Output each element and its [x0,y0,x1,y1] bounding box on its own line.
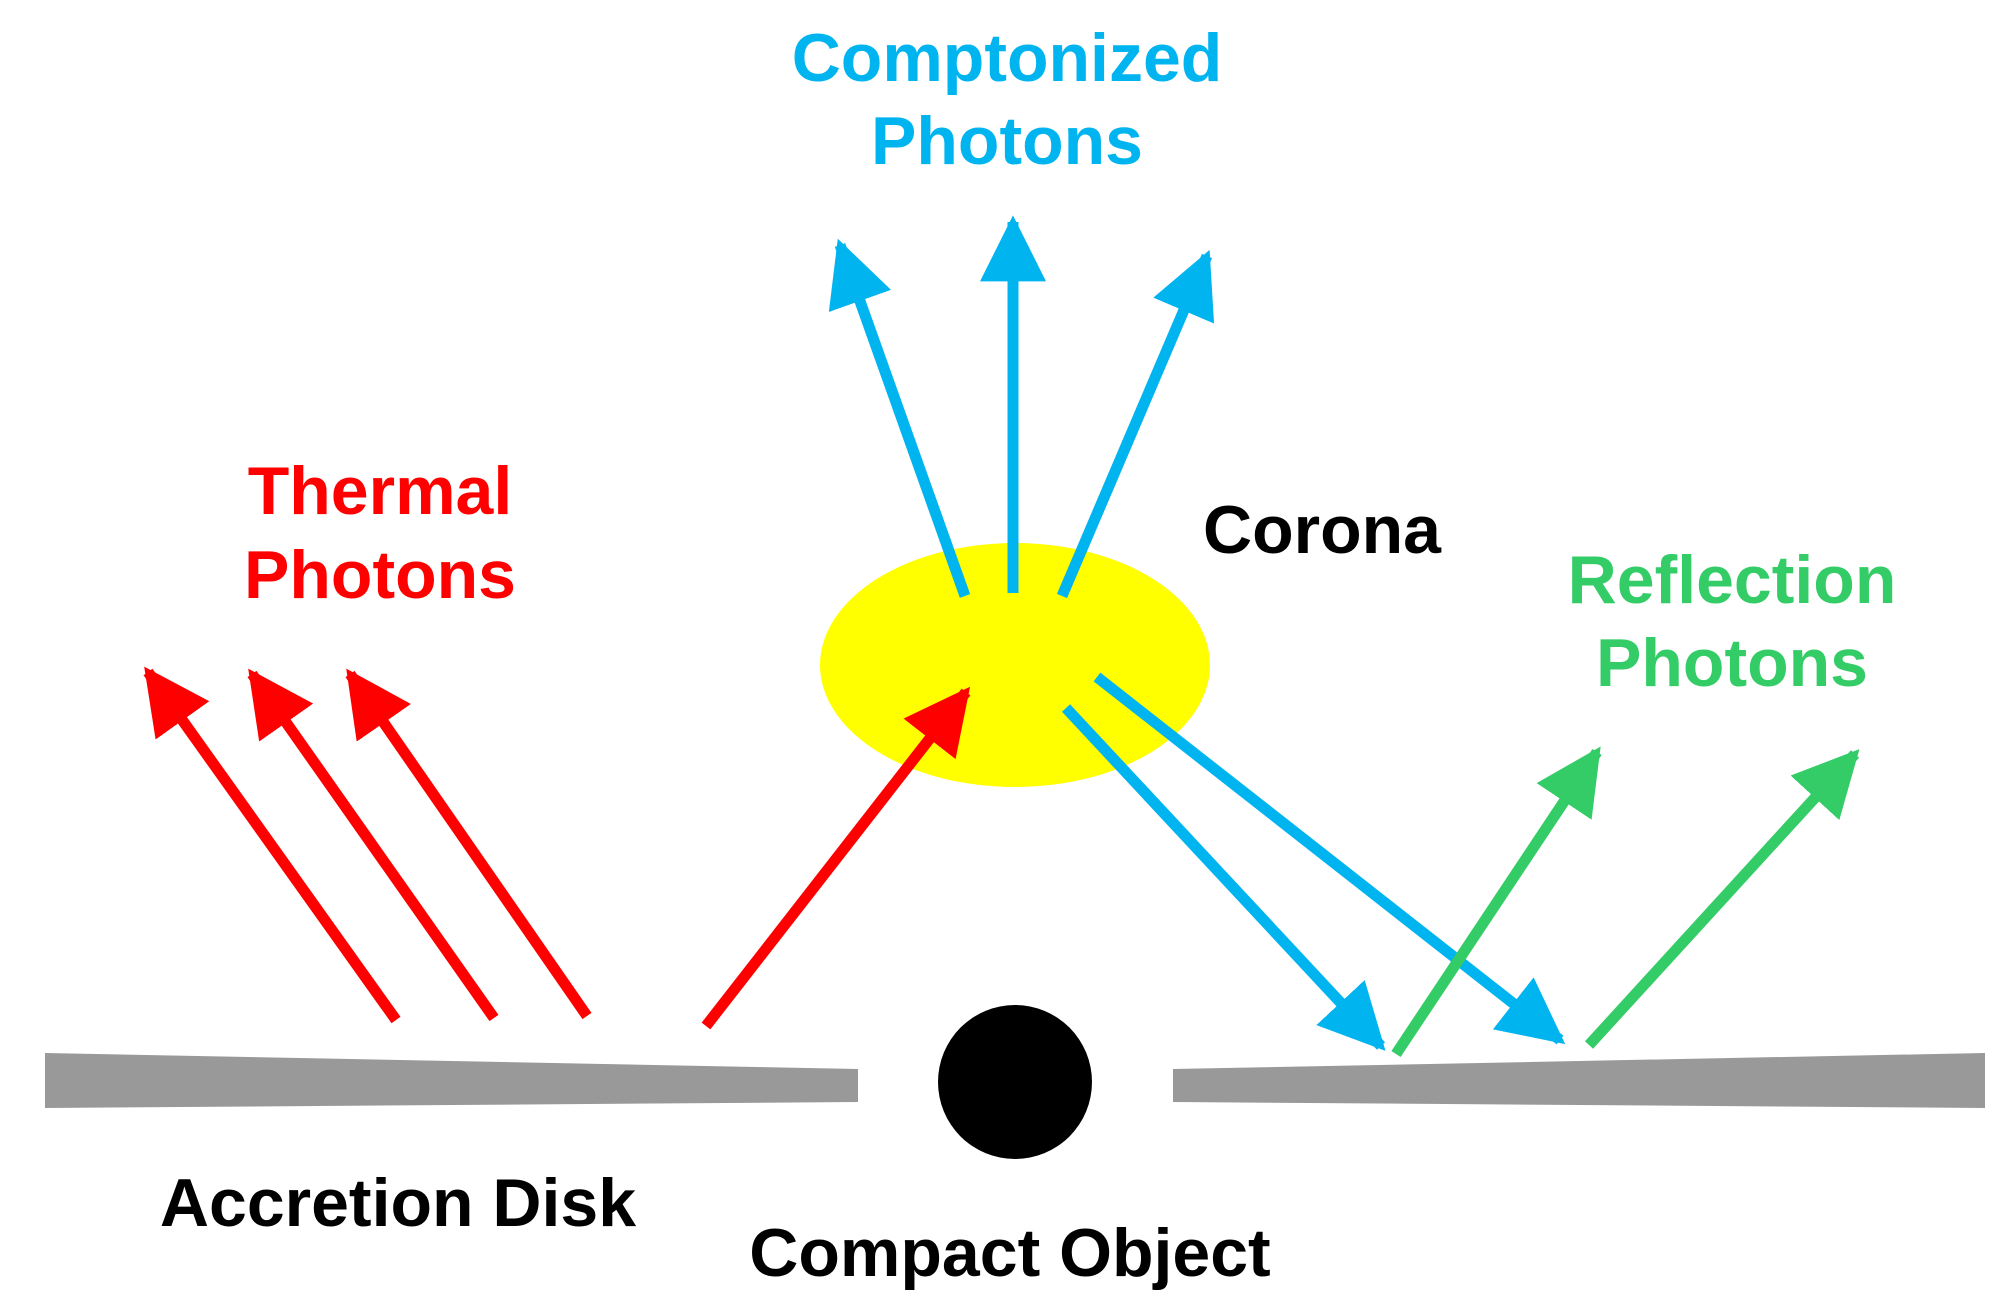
accretion-disk-left [45,1053,858,1108]
compact-object [938,1005,1092,1159]
comptonized-arrow-right [1056,249,1215,599]
corona-to-disk-arrow-1 [1061,704,1386,1051]
comptonized-label-line2: Photons [871,103,1143,179]
comptonized-arrow-left [828,238,971,598]
reflection-label-line2: Photons [1596,625,1868,701]
thermal-arrow-to-corona [701,686,971,1030]
reflection-label-line1: Reflection [1568,542,1897,618]
corona-to-disk-arrow-2 [1093,672,1566,1045]
thermal-arrow-2 [247,668,499,1022]
comptonized-label-line1: Comptonized [792,20,1223,96]
accretion-disk-right [1173,1053,1985,1108]
thermal-arrow-1 [143,666,401,1024]
thermal-label-line2: Photons [244,537,516,613]
accretion-disk-label: Accretion Disk [160,1165,636,1241]
compact-object-label: Compact Object [749,1215,1270,1291]
thermal-label-line1: Thermal [248,453,513,529]
reflection-arrow-2 [1584,749,1860,1049]
corona-label: Corona [1203,492,1442,568]
reflection-arrow-1 [1391,746,1602,1058]
thermal-arrow-3 [345,668,592,1020]
